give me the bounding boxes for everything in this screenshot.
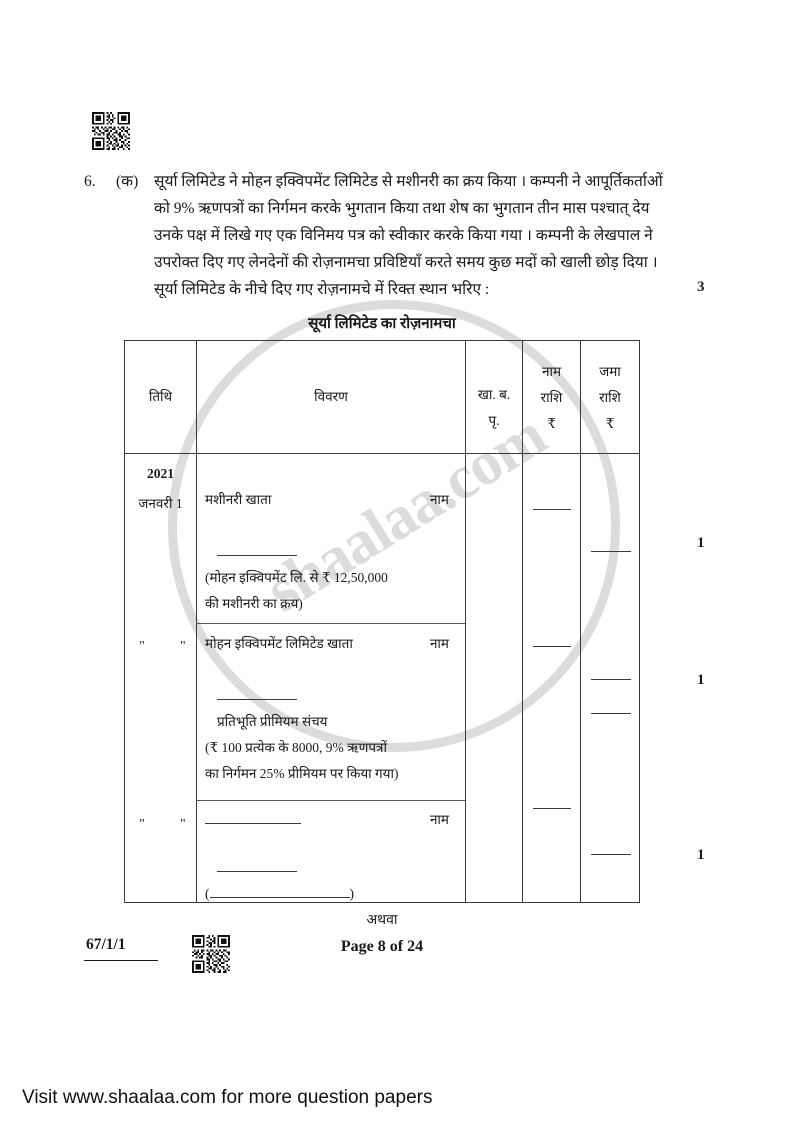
debit-line2: राशि [540,390,563,405]
entry-credit-account-blank [205,539,457,565]
qr-code-icon [192,935,230,973]
debit-tag: नाम [429,812,449,827]
entry-narration-line2: का निर्गमन 25% प्रीमियम पर किया गया) [205,766,399,781]
page-number: Page 8 of 24 [340,938,424,955]
entry-narration-line1: (मोहन इक्विपमेंट लि. से ₹ 12,50,000 [205,570,388,585]
entry-credit-account-blank [205,855,457,881]
entry-debit-account: मशीनरी खाता नाम [205,487,457,513]
blank-fill-line[interactable] [217,542,297,556]
entry-spacer [205,657,457,683]
debit-line3: ₹ [547,416,556,431]
entry-spacer [205,833,457,855]
marks-entry-3: 1 [697,847,705,863]
journal-entry-2: मोहन इक्विपमेंट लिमिटेड खाता नाम प्रतिभू… [205,631,457,787]
entry-debit-account-label: मोहन इक्विपमेंट लिमिटेड खाता [205,636,353,651]
table-entry-divider [196,800,465,802]
column-header-debit: नाम राशि ₹ [523,341,580,453]
question-line: सूर्या लिमिटेड के नीचे दिए गए रोज़नामचे … [154,281,490,298]
journal-title: सूर्या लिमिटेड का रोज़नामचा [308,316,456,332]
table-column-divider [580,341,582,902]
table-column-divider [522,341,524,902]
table-header-divider [125,453,639,455]
credit-amount-blank[interactable] [591,679,631,680]
question-line: उपरोक्त दिए गए लेनदेनों की रोज़नामचा प्र… [154,254,658,271]
column-header-date-label: तिथि [148,389,173,404]
entry-spacer [205,513,457,539]
credit-amount-blank[interactable] [591,551,631,552]
entry-narration-blank: () [205,881,354,907]
entry-date-ditto: " " [139,638,202,653]
table-entry-divider [196,623,465,625]
journal-entry-1: मशीनरी खाता नाम (मोहन इक्विपमेंट लि. से … [205,487,457,617]
table-column-divider [196,341,198,902]
journal-table: तिथि विवरण खा. ब. पृ. नाम राशि ₹ जमा राश… [124,340,640,903]
debit-tag: नाम [429,492,449,507]
entry-date-first: जनवरी 1 [138,496,183,511]
marks-entry-2: 1 [697,672,705,688]
question-text: सूर्या लिमिटेड ने मोहन इक्विपमेंट लिमिटे… [154,168,714,303]
table-column-divider [465,341,467,902]
debit-line1: नाम [541,364,562,379]
debit-tag: नाम [429,636,449,651]
question-block: 6. (क) सूर्या लिमिटेड ने मोहन इक्विपमेंट… [84,168,714,303]
credit-amount-blank[interactable] [591,854,631,855]
blank-fill-line[interactable] [217,686,297,700]
question-number: 6. [84,173,96,190]
bottom-banner [0,1060,800,1131]
column-header-credit: जमा राशि ₹ [581,341,639,453]
question-row: 6. (क) सूर्या लिमिटेड ने मोहन इक्विपमेंट… [84,168,714,303]
entry-narration-line1: (₹ 100 प्रत्येक के 8000, 9% ऋणपत्रों [205,740,388,755]
document-page: shaalaa.com [84,112,714,973]
narration-close-paren: ) [349,886,355,901]
entry-date-year: 2021 [147,466,174,481]
credit-amount-blank[interactable] [591,713,631,714]
debit-amount-blank[interactable] [533,509,571,510]
qr-code-icon [92,112,130,150]
entry-credit-account-2: प्रतिभूति प्रीमियम संचय [217,714,328,729]
debit-amount-blank[interactable] [533,646,571,647]
question-line: को 9% ऋणपत्रों का निर्गमन करके भुगतान कि… [154,200,650,217]
column-header-particulars-label: विवरण [314,389,348,404]
entry-debit-account-blank: नाम [205,807,457,833]
narration-open-paren: ( [205,886,210,901]
banner-text: Visit www.shaalaa.com for more question … [22,1087,433,1108]
marks-entry-1: 1 [697,535,705,551]
column-header-ledger-folio: खा. ब. पृ. [466,341,522,453]
credit-line3: ₹ [605,416,615,431]
blank-fill-line[interactable] [217,858,297,872]
entry-debit-account-label: मशीनरी खाता [205,492,272,507]
alternative-label: अथवा [366,913,398,928]
credit-line1: जमा [599,364,621,379]
entry-date-ditto: " " [139,816,202,831]
question-line: उनके पक्ष में लिखे गए एक विनिमय पत्र को … [154,227,653,244]
entry-debit-account: मोहन इक्विपमेंट लिमिटेड खाता नाम [205,631,457,657]
journal-entry-3: नाम () [205,807,457,907]
column-header-particulars: विवरण [197,341,465,453]
debit-amount-blank[interactable] [533,808,571,809]
paper-code-underline [84,960,158,962]
blank-fill-line[interactable] [209,884,350,898]
ledger-folio-line2: पृ. [488,413,500,428]
paper-code: 67/1/1 [86,936,126,953]
question-line: सूर्या लिमिटेड ने मोहन इक्विपमेंट लिमिटे… [154,173,663,190]
marks-main: 3 [697,279,705,295]
entry-credit-account-blank [205,683,457,709]
column-header-date: तिथि [125,341,196,453]
entry-narration-line2: की मशीनरी का क्रय) [205,596,303,611]
blank-fill-line[interactable] [205,810,301,824]
credit-line2: राशि [599,390,621,405]
ledger-folio-line1: खा. ब. [477,387,511,402]
question-part-label: (क) [116,173,139,190]
